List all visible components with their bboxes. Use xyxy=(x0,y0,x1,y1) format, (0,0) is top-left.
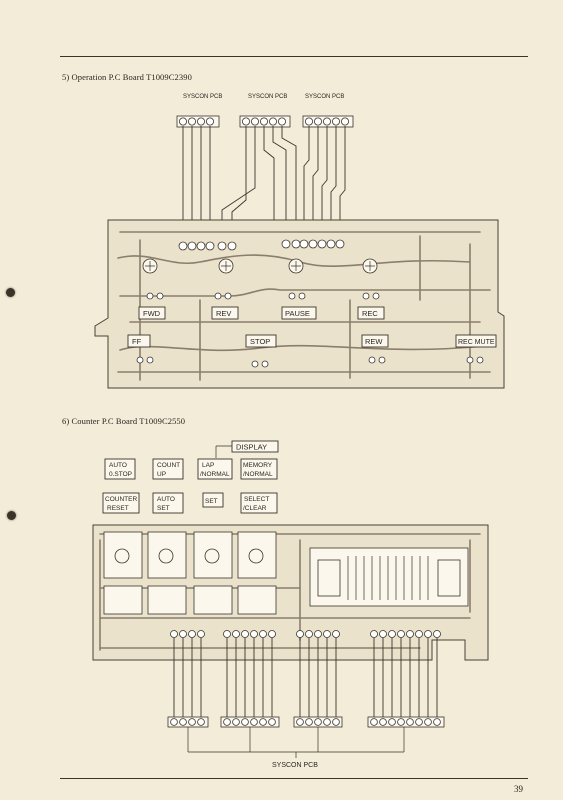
stop-key-label xyxy=(245,334,277,348)
top-rule xyxy=(60,56,528,57)
rec-key-text: REC xyxy=(362,309,378,318)
binder-hole xyxy=(6,288,15,297)
key-line2: /NORMAL xyxy=(200,471,230,478)
binder-hole xyxy=(7,511,16,520)
key-line1: AUTO xyxy=(157,496,175,503)
display-label: DISPLAY xyxy=(236,443,267,452)
connector-label: SYSCON PCB xyxy=(248,94,287,100)
key-line1: AUTO xyxy=(109,462,127,469)
stop-key-text: STOP xyxy=(250,337,270,346)
page-number: 39 xyxy=(514,784,523,794)
rec-mute-key-text: REC MUTE xyxy=(458,339,495,346)
lap-normal-key-label xyxy=(197,458,233,480)
counter-switch-blocks xyxy=(103,531,277,615)
set-key-label xyxy=(202,492,224,508)
syscon-bracket xyxy=(187,727,405,758)
led-components xyxy=(142,258,378,274)
rev-key-text: REV xyxy=(216,309,231,318)
count-up-key-label xyxy=(152,458,184,480)
rec-key-label xyxy=(357,306,385,320)
connector-pins xyxy=(178,117,349,126)
bottom-rule xyxy=(60,778,528,779)
auto-set-key-label xyxy=(152,492,184,514)
key-line2: 0.STOP xyxy=(109,471,132,478)
operation-board-heading: 5) Operation P.C Board T1009C2390 xyxy=(62,72,192,82)
counter-board-pads xyxy=(170,630,441,638)
fwd-key-text: FWD xyxy=(143,309,161,318)
key-line2: /NORMAL xyxy=(243,471,273,478)
key-line2: UP xyxy=(157,471,166,478)
bottom-connectors xyxy=(167,716,445,728)
operation-board: SYSCON PCB SYSCON PCB SYSCON PCB xyxy=(94,94,505,389)
rev-key-label xyxy=(211,306,239,320)
key-line2: RESET xyxy=(107,505,129,512)
rec-mute-key-label xyxy=(455,334,497,348)
key-line1: SELECT xyxy=(244,496,269,503)
pause-key-text: PAUSE xyxy=(285,309,310,318)
key-line2: /CLEAR xyxy=(243,505,267,512)
select-clear-key-label xyxy=(240,492,278,514)
auto-0stop-key-label xyxy=(104,458,136,480)
memory-normal-key-label xyxy=(240,458,278,480)
key-line1: SET xyxy=(205,498,218,505)
connector-label: SYSCON PCB xyxy=(305,94,344,100)
key-line1: COUNTER xyxy=(105,496,137,503)
fwd-key-label xyxy=(138,306,166,320)
syscon-pcb-label: SYSCON PCB xyxy=(272,762,318,769)
key-line1: COUNT xyxy=(157,462,180,469)
key-line1: MEMORY xyxy=(243,462,273,469)
rew-key-text: REW xyxy=(365,337,383,346)
display-module-area xyxy=(309,547,469,607)
connector-label: SYSCON PCB xyxy=(183,94,222,100)
rew-key-label xyxy=(361,334,389,348)
display-label-box xyxy=(231,440,279,453)
key-line2: SET xyxy=(157,505,170,512)
pause-key-label xyxy=(281,306,317,320)
counter-key-labels: AUTO 0.STOP COUNT UP LAP /NORMAL MEMORY … xyxy=(102,458,278,514)
key-line1: LAP xyxy=(202,462,214,469)
counter-reset-key-label xyxy=(102,492,140,514)
ff-key-label xyxy=(127,334,151,348)
counter-board-heading: 6) Counter P.C Board T1009C2550 xyxy=(62,416,186,426)
board-pads xyxy=(178,239,345,251)
operation-key-labels: FWD REV PAUSE REC FF STOP REW REC MUTE xyxy=(127,306,497,348)
counter-board: DISPLAY AUTO 0.STOP COUNT UP LAP /NORMAL… xyxy=(92,440,489,769)
counter-harness-wires xyxy=(173,638,438,718)
switch-contacts xyxy=(136,292,484,368)
ff-key-text: FF xyxy=(132,337,142,346)
